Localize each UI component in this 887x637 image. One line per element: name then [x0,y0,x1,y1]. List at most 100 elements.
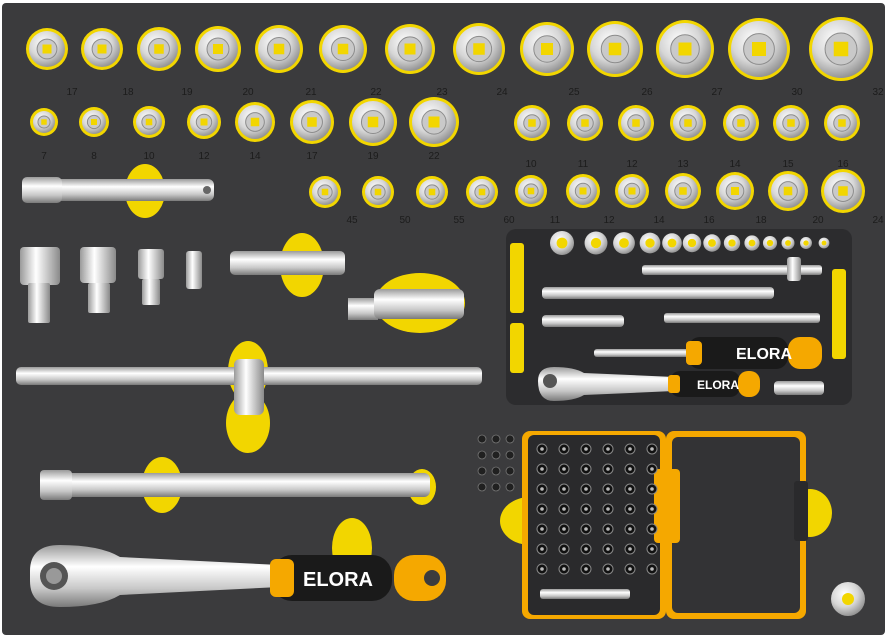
size-label: 60 [503,215,515,226]
size-label: 7 [41,151,47,162]
socket [824,105,860,141]
elora-logo: ELORA [303,569,373,591]
size-label: 23 [436,87,448,98]
socket [409,97,459,147]
socket [515,175,547,207]
socket [618,105,654,141]
socket [81,28,123,70]
size-label: 12 [626,159,638,170]
size-label: 55 [453,215,465,226]
socket [195,26,241,72]
socket-row-small [309,169,865,213]
size-label: 20 [812,215,824,226]
size-label: 24 [872,215,884,226]
socket [290,100,334,144]
socket [665,173,701,209]
socket [514,105,550,141]
socket [566,174,600,208]
socket [723,105,759,141]
socket [716,172,754,210]
size-labels: 17 18 19 20 21 22 23 24 25 26 27 30 32 7 8 10 12 14 17 19 22… [41,87,884,226]
socket [362,176,394,208]
bit-adapter-socket [831,582,865,616]
size-label: 14 [653,215,665,226]
bit-grid [536,443,658,575]
socket [466,176,498,208]
socket [187,105,221,139]
socket [821,169,865,213]
socket [615,174,649,208]
size-label: 14 [729,159,741,170]
universal-joint [348,273,465,333]
socket [670,105,706,141]
socket [773,105,809,141]
socket [349,98,397,146]
socket [416,176,448,208]
socket [255,25,303,73]
elora-logo: ELORA [736,346,792,363]
size-label: 11 [550,215,561,226]
loose-bits [477,434,515,492]
socket [30,108,58,136]
size-label: 50 [399,215,411,226]
size-label: 15 [782,159,794,170]
size-label: 22 [370,87,382,98]
socket [656,20,714,78]
size-label: 30 [791,87,803,98]
size-label: 16 [703,215,715,226]
socket-row-medium [30,97,860,147]
socket [728,18,790,80]
size-label: 26 [641,87,653,98]
size-label: 19 [181,87,193,98]
socket [319,25,367,73]
size-label: 27 [711,87,723,98]
size-label: 12 [198,151,210,162]
size-label: 19 [367,151,379,162]
size-label: 10 [143,151,155,162]
socket [385,24,435,74]
size-label: 20 [242,87,254,98]
extension-bar-short [22,164,214,218]
size-label: 25 [568,87,580,98]
quarter-inch-set-tray: ELORA ELORA [506,229,852,405]
socket [520,22,574,76]
size-label: 12 [603,215,615,226]
socket [309,176,341,208]
socket [235,102,275,142]
size-label: 11 [578,159,589,170]
socket [768,171,808,211]
size-label: 17 [306,151,318,162]
size-label: 21 [305,87,317,98]
size-label: 18 [755,215,767,226]
socket [809,17,873,81]
size-label: 32 [872,87,884,98]
adapter-piece [230,233,345,297]
socket [453,23,505,75]
size-label: 45 [346,215,358,226]
size-label: 14 [249,151,261,162]
ratchet-large: ELORA [30,518,446,607]
adapter-sockets [20,247,202,323]
t-handle-bar [16,341,482,453]
size-label: 22 [428,151,440,162]
size-label: 8 [91,151,97,162]
bit-box [500,431,832,619]
tool-tray-illustration: ELORA ELORA ELORA [16,17,884,619]
extension-bar-long [40,457,436,513]
socket [587,21,643,77]
socket [79,107,109,137]
size-label: 13 [677,159,689,170]
size-label: 24 [496,87,508,98]
tool-tray: ELORA ELORA ELORA [2,3,885,635]
size-label: 17 [66,87,78,98]
socket [133,106,165,138]
tiny-socket-row [550,231,830,255]
socket [26,28,68,70]
size-label: 16 [837,159,849,170]
size-label: 18 [122,87,134,98]
size-label: 10 [525,159,537,170]
elora-logo: ELORA [697,378,739,392]
socket [137,27,181,71]
socket [567,105,603,141]
socket-row-large [26,17,873,81]
